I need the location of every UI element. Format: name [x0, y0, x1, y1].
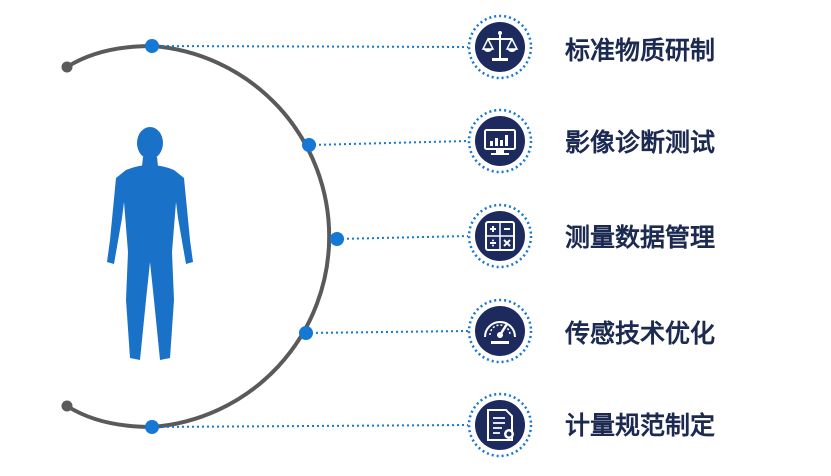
calculator-icon — [485, 221, 515, 251]
connector-line-2 — [308, 140, 469, 146]
item-label-3: 测量数据管理 — [565, 223, 716, 252]
badge-3 — [467, 203, 533, 269]
arc-node-4 — [299, 326, 313, 340]
connector-line-3 — [336, 235, 469, 240]
arc-node-1 — [145, 39, 159, 53]
arc-node-2 — [302, 138, 316, 152]
balance-scale-icon — [481, 31, 519, 61]
arc-end-bottom — [61, 400, 73, 412]
badge-4 — [467, 298, 533, 364]
item-label-4: 传感技术优化 — [565, 319, 716, 348]
connector-line-4 — [305, 330, 469, 334]
human-figure-icon — [107, 127, 193, 360]
arc-node-5 — [145, 420, 159, 434]
item-label-2: 影像诊断测试 — [565, 128, 716, 157]
badge-2 — [467, 108, 533, 174]
badge-1 — [467, 14, 533, 80]
item-label-1: 标准物质研制 — [565, 36, 716, 65]
monitor-chart-icon — [484, 129, 516, 155]
gauge-icon — [484, 321, 516, 344]
connector-line-5 — [151, 424, 469, 428]
arc-node-3 — [330, 232, 344, 246]
arc-end-top — [61, 61, 73, 73]
connector-line-1 — [151, 45, 469, 48]
badge-5 — [467, 392, 533, 458]
main-arc — [65, 43, 332, 430]
document-icon — [487, 409, 514, 441]
item-label-5: 计量规范制定 — [565, 411, 716, 440]
